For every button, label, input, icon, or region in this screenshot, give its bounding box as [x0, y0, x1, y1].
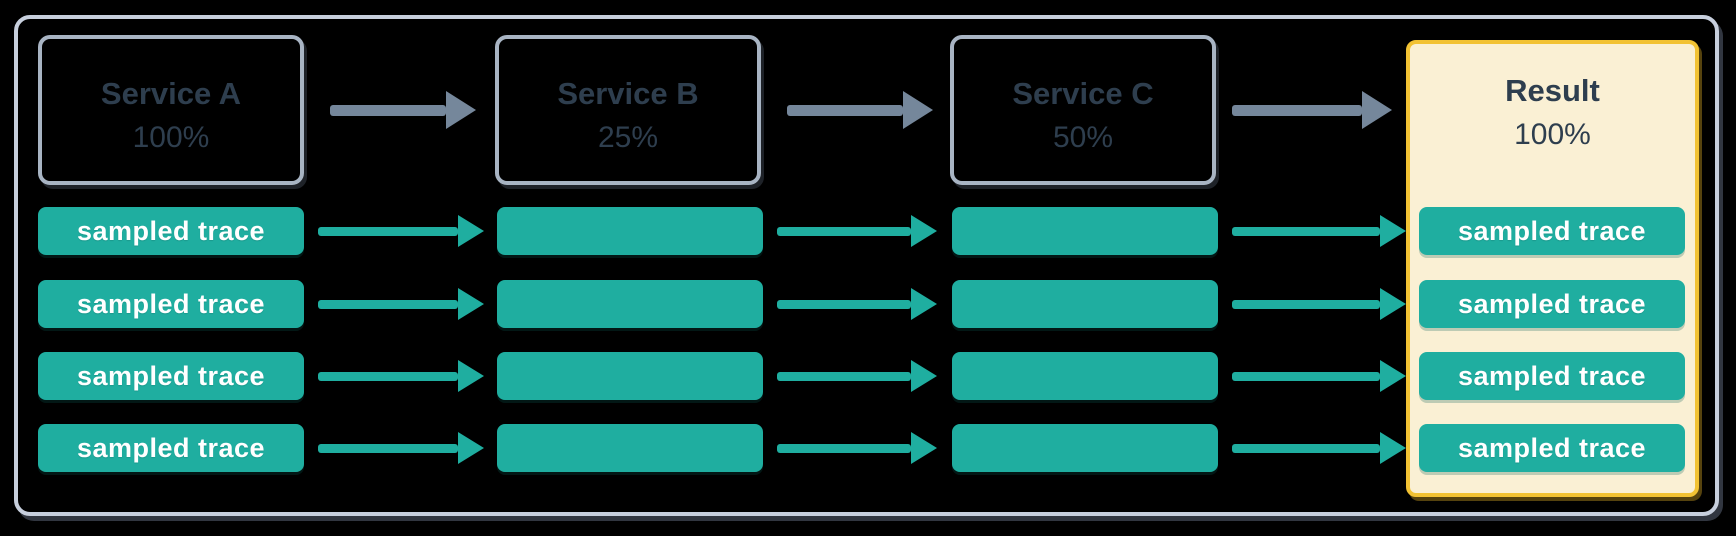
- arrow-shaft: [777, 299, 911, 309]
- sampled-trace-bar: sampled trace: [38, 207, 304, 255]
- service-c-box: Service C 50%: [950, 35, 1216, 185]
- service-b-box: Service B 25%: [495, 35, 761, 185]
- arrow-head: [1380, 432, 1406, 464]
- trace-bar: [497, 352, 763, 400]
- arrow-head: [1380, 360, 1406, 392]
- sampled-trace-label: sampled trace: [1457, 432, 1647, 463]
- arrow-shaft: [1232, 443, 1380, 453]
- trace-bar: [952, 207, 1218, 255]
- service-a-title: Service A: [100, 76, 242, 111]
- arrow-head: [1380, 215, 1406, 247]
- trace-bar: [952, 280, 1218, 328]
- right-arrow-icon: [1232, 91, 1392, 129]
- arrow-head: [911, 215, 937, 247]
- sampled-trace-label: sampled trace: [76, 288, 266, 319]
- sampled-trace-bar: sampled trace: [38, 280, 304, 328]
- sampled-trace-label: sampled trace: [1457, 360, 1647, 391]
- right-arrow-icon: [1232, 360, 1406, 392]
- right-arrow-icon: [318, 360, 484, 392]
- right-arrow-icon: [318, 432, 484, 464]
- right-arrow-icon: [1232, 432, 1406, 464]
- right-arrow-icon: [787, 91, 933, 129]
- service-b-sample-rate: 25%: [597, 121, 659, 154]
- trace-bar: [952, 352, 1218, 400]
- trace-bar: [952, 424, 1218, 472]
- service-c-title: Service C: [1012, 76, 1154, 111]
- arrow-shaft: [318, 226, 458, 236]
- result-title: Result: [1505, 73, 1600, 108]
- trace-bar: [497, 424, 763, 472]
- arrow-head: [446, 91, 476, 129]
- sampled-trace-bar: sampled trace: [38, 352, 304, 400]
- result-sample-rate: 100%: [1514, 118, 1591, 151]
- right-arrow-icon: [777, 432, 937, 464]
- sampled-trace-bar: sampled trace: [1419, 424, 1685, 472]
- sampled-trace-label: sampled trace: [76, 360, 266, 391]
- arrow-head: [903, 91, 933, 129]
- service-a-box: Service A 100%: [38, 35, 304, 185]
- arrow-head: [911, 360, 937, 392]
- diagram-frame: [14, 15, 1719, 516]
- sampled-trace-bar: sampled trace: [38, 424, 304, 472]
- service-b-title: Service B: [557, 76, 699, 111]
- sampled-trace-label: sampled trace: [1457, 215, 1647, 246]
- arrow-shaft: [787, 104, 903, 116]
- right-arrow-icon: [777, 360, 937, 392]
- right-arrow-icon: [318, 288, 484, 320]
- arrow-head: [911, 432, 937, 464]
- result-box: Result 100%: [1406, 40, 1699, 497]
- right-arrow-icon: [1232, 288, 1406, 320]
- arrow-head: [458, 288, 484, 320]
- sampled-trace-label: sampled trace: [76, 215, 266, 246]
- arrow-shaft: [1232, 371, 1380, 381]
- arrow-head: [1380, 288, 1406, 320]
- trace-bar: [497, 207, 763, 255]
- arrow-head: [458, 360, 484, 392]
- arrow-shaft: [318, 299, 458, 309]
- arrow-head: [911, 288, 937, 320]
- arrow-head: [458, 432, 484, 464]
- trace-bar: [497, 280, 763, 328]
- right-arrow-icon: [318, 215, 484, 247]
- arrow-head: [458, 215, 484, 247]
- right-arrow-icon: [777, 288, 937, 320]
- service-a-sample-rate: 100%: [132, 121, 210, 154]
- sampled-trace-bar: sampled trace: [1419, 207, 1685, 255]
- arrow-head: [1362, 91, 1392, 129]
- right-arrow-icon: [1232, 215, 1406, 247]
- arrow-shaft: [318, 443, 458, 453]
- sampled-trace-label: sampled trace: [1457, 288, 1647, 319]
- arrow-shaft: [777, 443, 911, 453]
- right-arrow-icon: [777, 215, 937, 247]
- arrow-shaft: [1232, 226, 1380, 236]
- right-arrow-icon: [330, 91, 476, 129]
- service-c-sample-rate: 50%: [1052, 121, 1114, 154]
- arrow-shaft: [1232, 104, 1362, 116]
- sampled-trace-label: sampled trace: [76, 432, 266, 463]
- arrow-shaft: [318, 371, 458, 381]
- arrow-shaft: [777, 226, 911, 236]
- arrow-shaft: [1232, 299, 1380, 309]
- arrow-shaft: [330, 104, 446, 116]
- sampled-trace-bar: sampled trace: [1419, 352, 1685, 400]
- result-heading: Result 100%: [1410, 44, 1695, 157]
- sampled-trace-bar: sampled trace: [1419, 280, 1685, 328]
- arrow-shaft: [777, 371, 911, 381]
